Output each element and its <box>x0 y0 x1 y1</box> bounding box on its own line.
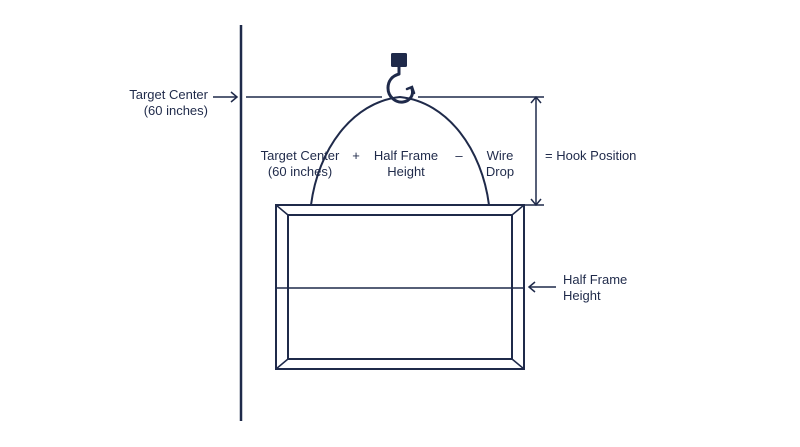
half-frame-height-arrow <box>527 281 556 293</box>
formula-term-half-frame-height: Half Frame Height <box>363 148 449 180</box>
formula-term-wire-drop: Wire Drop <box>474 148 526 180</box>
half-frame-height-label-line2: Height <box>563 288 601 303</box>
formula-minus-operator: – <box>455 148 463 163</box>
half-frame-height-label-line1: Half Frame <box>563 272 628 287</box>
formula-term-wire-drop-line2: Drop <box>485 164 515 179</box>
formula-plus-operator: + <box>352 148 360 163</box>
picture-frame <box>275 204 525 370</box>
target-center-label-line1: Target Center <box>129 87 208 102</box>
target-center-label-line2: (60 inches) <box>143 103 208 118</box>
formula-term-target-center-line1: Target Center <box>260 148 340 163</box>
hanging-wire <box>310 95 490 206</box>
hook-icon <box>386 53 416 104</box>
target-center-label: Target Center (60 inches) <box>108 87 208 119</box>
half-frame-height-label: Half Frame Height <box>563 272 627 304</box>
formula-term-target-center: Target Center (60 inches) <box>248 148 352 180</box>
formula-term-wire-drop-line1: Wire <box>486 148 514 163</box>
formula-term-target-center-line2: (60 inches) <box>267 164 333 179</box>
hook-position-label: = Hook Position <box>545 148 637 163</box>
target-center-arrow <box>213 91 239 103</box>
formula-term-half-frame-height-line2: Height <box>387 164 425 179</box>
formula-term-half-frame-height-line1: Half Frame <box>373 148 439 163</box>
